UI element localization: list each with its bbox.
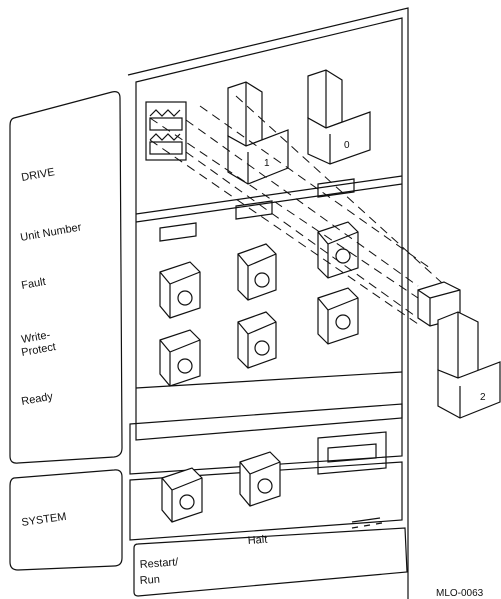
- panel-shelf-middle: [135, 183, 403, 223]
- label-write-protect-line2: Protect: [20, 341, 56, 359]
- label-restart-run-line1: Restart/: [139, 556, 179, 571]
- drive-button-5[interactable]: [237, 311, 277, 369]
- unit-plug-0[interactable]: 0: [307, 69, 371, 165]
- drive-button-2[interactable]: [237, 243, 277, 301]
- label-bezel-upper: [9, 91, 123, 464]
- projection-line-6: [235, 95, 453, 293]
- label-bezel-lower: [9, 469, 123, 571]
- projection-line-1: [149, 117, 419, 299]
- dc-symbol-solid: [351, 517, 381, 523]
- system-area: [129, 403, 403, 475]
- figure-id: MLO-0063: [436, 588, 484, 599]
- drive-button-6[interactable]: [317, 287, 359, 345]
- restart-run-button[interactable]: [161, 467, 203, 523]
- label-drive: DRIVE: [20, 166, 55, 184]
- label-system: SYSTEM: [21, 511, 67, 529]
- label-ready: Ready: [20, 391, 54, 408]
- socket-slot-lower: [149, 141, 183, 155]
- label-fault: Fault: [20, 276, 46, 292]
- label-halt: Halt: [247, 534, 267, 547]
- panel-shelf-lower: [135, 371, 403, 389]
- socket-frame: [145, 101, 187, 161]
- main-panel-frame: [127, 7, 409, 599]
- label-unit-number: Unit Number: [19, 221, 82, 244]
- projection-line-5: [199, 105, 431, 269]
- system-switch-box: [129, 461, 403, 541]
- drive-button-1[interactable]: [159, 261, 201, 319]
- plug-2-label: 2: [480, 392, 486, 403]
- halt-button[interactable]: [239, 451, 281, 507]
- label-restart-run-line2: Run: [139, 574, 160, 587]
- panel-shelf-upper: [135, 175, 403, 215]
- plug-0-label: 0: [344, 140, 350, 151]
- unit-number-window-3: [317, 178, 355, 198]
- plug-1-label: 1: [264, 158, 270, 169]
- projection-line-2: [149, 139, 419, 325]
- projection-line-3: [185, 119, 419, 287]
- projection-line-4: [185, 151, 419, 319]
- socket-contacts-lower: [149, 133, 181, 141]
- dc-symbol-dashed: [351, 522, 383, 529]
- label-write-protect-line1: Write-: [20, 329, 51, 346]
- unit-plug-2[interactable]: 2: [417, 281, 501, 419]
- socket-slot-upper: [149, 117, 183, 131]
- power-indicator-window: [317, 431, 387, 475]
- drive-button-4[interactable]: [159, 329, 201, 387]
- unit-plug-1[interactable]: 1: [227, 81, 289, 185]
- system-label-strip: [133, 527, 408, 597]
- unit-number-window-1: [159, 222, 197, 242]
- socket-contacts-upper: [149, 109, 181, 117]
